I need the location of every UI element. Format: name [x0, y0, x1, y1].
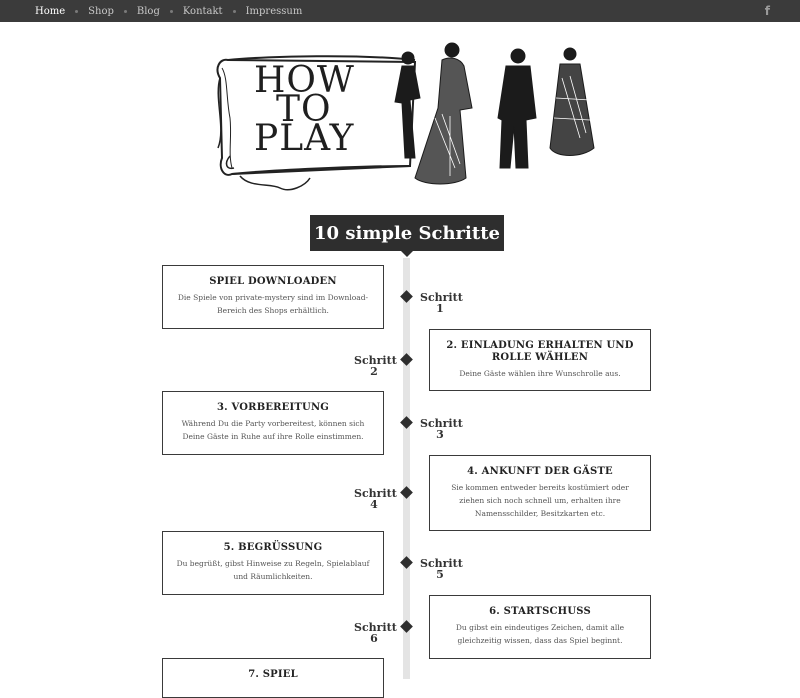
heading-pointer: [401, 251, 413, 257]
nav-item-blog[interactable]: Blog: [136, 5, 160, 17]
step-label-2: Schritt 2: [354, 354, 397, 378]
step-card-5: 5. BEGRÜSSUNG Du begrüßt, gibst Hinweise…: [162, 531, 384, 595]
menu-separator: [75, 9, 79, 13]
step-word: Schritt: [354, 354, 397, 367]
step-number: 4: [370, 498, 378, 511]
step-card-3: 3. VORBEREITUNG Während Du die Party vor…: [162, 391, 384, 455]
step-card-4: 4. ANKUNFT DER GÄSTE Sie kommen entweder…: [429, 455, 651, 531]
step-number: 2: [370, 365, 378, 378]
step-number: 3: [436, 428, 444, 441]
logo-line-to: TO: [276, 89, 332, 130]
step-number: 1: [436, 302, 444, 315]
nav-item-impressum[interactable]: Impressum: [245, 5, 303, 17]
logo-illustration: [216, 42, 595, 191]
facebook-icon[interactable]: f: [764, 4, 770, 18]
step-label-5: Schritt 5: [420, 557, 463, 581]
step-description: Deine Gäste wählen ihre Wunschrolle aus.: [459, 369, 621, 378]
how-to-play-logo: HOW TO PLAY: [210, 38, 600, 198]
menu-separator: [169, 9, 173, 13]
logo-title: HOW TO PLAY: [254, 60, 364, 159]
step-title: 5. BEGRÜSSUNG: [223, 542, 323, 553]
step-title: SPIEL DOWNLOADEN: [209, 276, 337, 287]
menu-separator: [123, 9, 127, 13]
step-word: Schritt: [354, 621, 397, 634]
step-label-4: Schritt 4: [354, 487, 397, 511]
main-menu: Home Shop Blog Kontakt Impressum: [35, 0, 302, 22]
step-description: Sie kommen entweder bereits kostümiert o…: [451, 483, 629, 518]
step-title: 6. STARTSCHUSS: [489, 606, 591, 617]
step-title: 2. EINLADUNG ERHALTEN UND ROLLE WÄHLEN: [446, 340, 634, 363]
step-description: Du gibst ein eindeutiges Zeichen, damit …: [455, 623, 625, 645]
step-card-2: 2. EINLADUNG ERHALTEN UND ROLLE WÄHLEN D…: [429, 329, 651, 391]
step-title: 3. VORBEREITUNG: [216, 402, 330, 413]
logo-line-how: HOW: [254, 60, 355, 101]
nav-item-kontakt[interactable]: Kontakt: [182, 5, 223, 17]
step-description: Während Du die Party vorbereitest, könne…: [181, 419, 365, 441]
top-navigation-bar: Home Shop Blog Kontakt Impressum f: [0, 0, 800, 22]
step-title: 7. SPIEL: [248, 669, 298, 680]
step-label-3: Schritt 3: [420, 417, 463, 441]
step-number: 6: [370, 632, 378, 645]
section-heading: 10 simple Schritte: [310, 215, 504, 251]
step-word: Schritt: [420, 291, 463, 304]
step-description: Die Spiele von private-mystery sind im D…: [177, 293, 369, 315]
menu-separator: [232, 9, 236, 13]
nav-item-shop[interactable]: Shop: [88, 5, 114, 17]
step-label-6: Schritt 6: [354, 621, 397, 645]
logo-line-play: PLAY: [254, 118, 355, 159]
step-card-6: 6. STARTSCHUSS Du gibst ein eindeutiges …: [429, 595, 651, 659]
step-card-7: 7. SPIEL: [162, 658, 384, 698]
step-word: Schritt: [354, 487, 397, 500]
step-title: 4. ANKUNFT DER GÄSTE: [467, 466, 613, 477]
step-description: Du begrüßt, gibst Hinweise zu Regeln, Sp…: [176, 559, 370, 581]
step-label-1: Schritt 1: [420, 291, 463, 315]
step-word: Schritt: [420, 417, 463, 430]
step-card-1: SPIEL DOWNLOADEN Die Spiele von private-…: [162, 265, 384, 329]
timeline-line: [403, 258, 410, 679]
step-word: Schritt: [420, 557, 463, 570]
step-number: 5: [436, 568, 444, 581]
nav-item-home[interactable]: Home: [35, 5, 66, 17]
